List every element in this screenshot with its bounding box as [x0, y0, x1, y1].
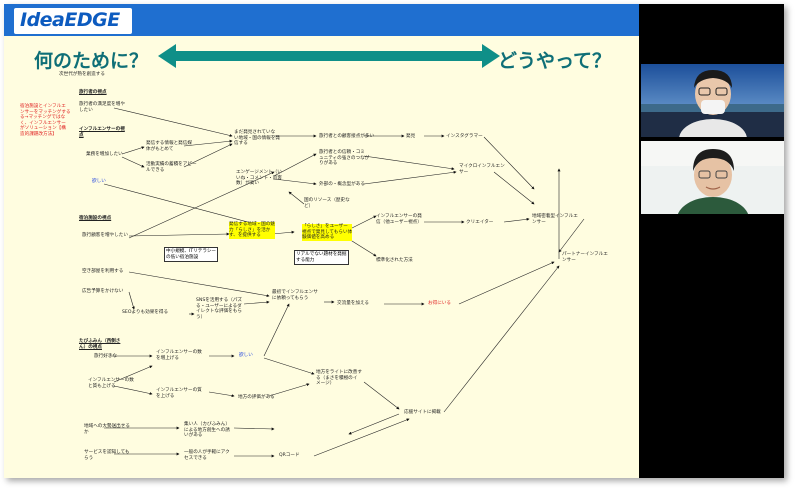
node-community: 旅行者との信頼・コミ ュニティの強さのつなが りがある: [319, 150, 370, 167]
node-inf-3: インフルエンサーの質 を上げる: [156, 388, 202, 399]
node-micro: マイクロインフルエン サー: [459, 164, 505, 175]
ideaedge-logo: IdeaEDGE: [14, 8, 132, 34]
slide-header-bar: IdeaEDGE: [4, 4, 639, 36]
screen-share-frame: IdeaEDGE 何のために？ どうやって？: [4, 4, 784, 478]
node-inf-hakken: インフルエンサーの発 信（他ユーザー視点）: [376, 214, 422, 225]
node-standard: 標準化された方法: [376, 258, 413, 263]
participant-2-image: [641, 141, 784, 214]
heading-why: 何のために？: [34, 50, 149, 72]
node-wanted-2: 欲しい: [239, 353, 253, 358]
node-traveler-1: 旅行者の満足度を増や したい: [79, 102, 125, 113]
node-save: お得にいる: [428, 301, 451, 306]
heading-how: どうやって？: [498, 50, 612, 72]
node-sns: SNSを活用する（パズ る・ユーザーによるダ イレクトな評価をもら う）: [196, 298, 243, 320]
node-unknown: まだ発見されていな い地域・国の情報を発 信する: [234, 130, 280, 147]
node-inf-2: インフルエンサーの数 と質も上げる: [88, 378, 134, 389]
node-creator: クリエイター: [466, 220, 494, 225]
node-mid-2: 活動実績の蓄積をアピー ルできる: [146, 162, 197, 173]
node-inf-1: インフルエンサーの数 を増上げる: [156, 350, 202, 361]
node-site: 応援サイトに掲載: [404, 410, 441, 415]
node-engagement: エンゲージメント（い いね・コメント・追客 数）が高い: [236, 170, 282, 187]
top-note: 次世代が熟を創造する: [59, 72, 105, 77]
section-facility: 宿泊施設の視点: [79, 216, 112, 221]
participant-video-2[interactable]: [641, 141, 784, 214]
shared-slide: IdeaEDGE 何のために？ どうやって？: [4, 4, 639, 478]
node-facility-1: 旅行顧客を増やしたい: [82, 233, 128, 238]
node-box-1: 中小規模、ITリテラシー の低い宿泊施設: [164, 247, 219, 263]
participant-video-1[interactable]: [641, 64, 784, 137]
node-wanted: 欲しい: [92, 179, 106, 184]
node-assist: 最初でインフルエンサ に依頼ってもらう: [272, 290, 318, 301]
node-instagramer: インスタグラマー: [446, 134, 483, 139]
red-note: 宿泊施設とインフルエ ンサーをマッチングする る→マッチングではな く、インフル…: [20, 104, 71, 137]
node-want-people: 集い人（カびふみん） による地方創生への誘 いがある: [184, 422, 230, 439]
mindmap-connectors: [103, 44, 585, 458]
node-mid-1: 発信する情報と発信媒 体がもとめて: [146, 141, 192, 152]
double-arrow-icon: [158, 44, 500, 68]
node-outside: 外部の・概念型がある: [319, 182, 365, 187]
section-traveler: 旅行者の視点: [79, 90, 107, 95]
node-real-box: リアルでない題材を発掘 する能力: [294, 250, 349, 266]
node-local-eval: 地方の評価がある: [238, 395, 275, 400]
node-resource: 国のリソース（歴史な ど）: [304, 198, 350, 209]
section-tabi: たびふみん（西側さ ん）の視点: [79, 339, 121, 350]
node-service: サービスを認知しても らう: [84, 450, 130, 461]
node-partner: パートナーインフルエ ンサー: [562, 252, 608, 263]
section-influencer: インフルエンサーの視 点: [79, 127, 125, 138]
node-convert: 交流量を加える: [337, 301, 370, 306]
node-influencer-1: 業務を増加したい: [86, 152, 123, 157]
node-rural: 地域への大勢送出せる か: [84, 424, 130, 435]
node-seo: SEOよりも効果を得る: [122, 310, 169, 315]
node-travel-ex: 旅行者との顧客接点が多い: [319, 134, 375, 139]
node-empty-room: 空き部屋を利用する: [82, 269, 124, 274]
node-yellow-1: 発信する地域・国の魅 力「らしさ」を活か す、を提供する: [229, 222, 275, 239]
node-discover: 発見: [406, 134, 416, 139]
node-access: 一般の人が手軽にアク セスできる: [184, 450, 230, 461]
node-tabi-1: 旅行好きな: [94, 354, 117, 359]
node-local-job: 地方をライトに改善す る（まさを積極のイ メージ）: [316, 370, 362, 387]
node-yellow-2: 「らしさ」をユーザー 視点で発見してもらい体 験価値を高める: [302, 224, 353, 241]
node-qr: QRコード: [279, 453, 300, 458]
participant-1-image: [641, 64, 784, 137]
node-no-budget: 広告予算をかけない: [82, 289, 124, 294]
node-regional: 地域密着型インフルエ ンサー: [532, 214, 578, 225]
